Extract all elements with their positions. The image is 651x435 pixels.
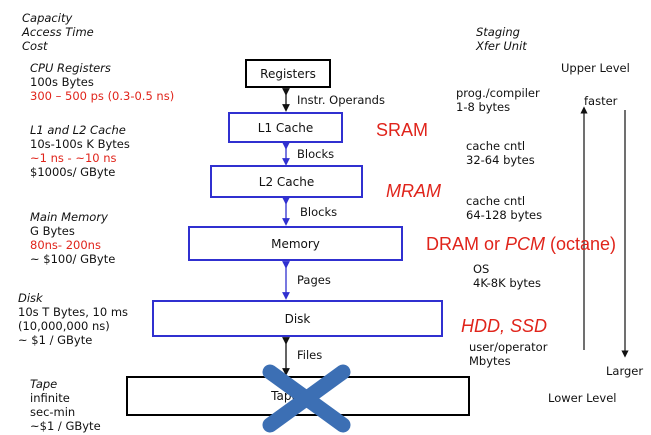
left-block-memory-title: Main Memory (30, 210, 108, 224)
left-block-tape-capacity: infinite (30, 391, 70, 405)
transfer-files: Files (297, 348, 323, 362)
left-block-memory-capacity: G Bytes (30, 224, 75, 238)
left-block-disk-capacity: 10s T Bytes, 10 ms (18, 305, 129, 319)
larger-label: Larger (606, 364, 644, 378)
upper-level-label: Upper Level (561, 61, 630, 75)
header-cost: Cost (22, 39, 48, 53)
staging-disk-line1: user/operator (469, 340, 548, 354)
disk-box: Disk (152, 300, 443, 337)
registers-box: Registers (245, 59, 331, 88)
memory-box: Memory (188, 226, 403, 261)
staging-registers-line2: 1-8 bytes (456, 100, 511, 114)
left-block-cache-title: L1 and L2 Cache (30, 123, 126, 137)
tech-dram: DRAM or (426, 234, 506, 254)
staging-l2-line1: cache cntl (466, 194, 526, 208)
staging-l1-line2: 32-64 bytes (466, 153, 535, 167)
left-block-disk-cost: ~ $1 / GByte (18, 333, 93, 347)
header-staging: Staging (476, 25, 520, 39)
faster-label: faster (584, 94, 618, 108)
staging-registers-line1: prog./compiler (456, 86, 540, 100)
tech-pcm: PCM (505, 234, 546, 254)
l2-cache-box: L2 Cache (210, 165, 363, 198)
tech-mram: MRAM (386, 181, 441, 201)
transfer-blocks-l1-l2: Blocks (297, 147, 335, 161)
staging-disk-line2: Mbytes (469, 354, 511, 368)
staging-mem-line1: OS (473, 262, 490, 276)
registers-label: Registers (260, 66, 316, 81)
header-xfer-unit: Xfer Unit (476, 39, 527, 53)
header-access-time: Access Time (22, 25, 94, 39)
tech-dram-pcm: DRAM or PCM (octane) (426, 234, 616, 255)
staging-mem-line2: 4K-8K bytes (473, 276, 541, 290)
left-block-tape-access: sec-min (30, 405, 76, 419)
left-block-cache-capacity: 10s-100s K Bytes (30, 137, 130, 151)
tech-octane: (octane) (545, 234, 617, 254)
left-block-registers-title: CPU Registers (30, 61, 111, 75)
tech-sram: SRAM (376, 120, 429, 140)
tech-hdd-ssd: HDD, SSD (461, 316, 548, 336)
left-block-disk-access: (10,000,000 ns) (18, 319, 110, 333)
left-block-cache-cost: $1000s/ GByte (30, 165, 116, 179)
cross-out-icon (262, 364, 351, 433)
left-block-memory-cost: ~ $100/ GByte (30, 252, 116, 266)
left-block-registers-access: 300 – 500 ps (0.3-0.5 ns) (30, 89, 175, 103)
l1-cache-box: L1 Cache (228, 112, 343, 143)
left-block-registers-capacity: 100s Bytes (30, 75, 94, 89)
left-block-cache-access: ~1 ns - ~10 ns (30, 151, 117, 165)
transfer-instr-operands: Instr. Operands (297, 93, 385, 107)
staging-l2-line2: 64-128 bytes (466, 208, 543, 222)
left-block-tape-cost: ~$1 / GByte (30, 419, 101, 433)
staging-l1-line1: cache cntl (466, 139, 526, 153)
left-block-memory-access: 80ns- 200ns (30, 238, 101, 252)
header-capacity: Capacity (22, 11, 73, 25)
left-block-tape-title: Tape (30, 377, 58, 391)
transfer-blocks-l2-mem: Blocks (300, 205, 338, 219)
left-block-disk-title: Disk (18, 291, 43, 305)
transfer-pages: Pages (297, 273, 331, 287)
lower-level-label: Lower Level (548, 391, 617, 405)
